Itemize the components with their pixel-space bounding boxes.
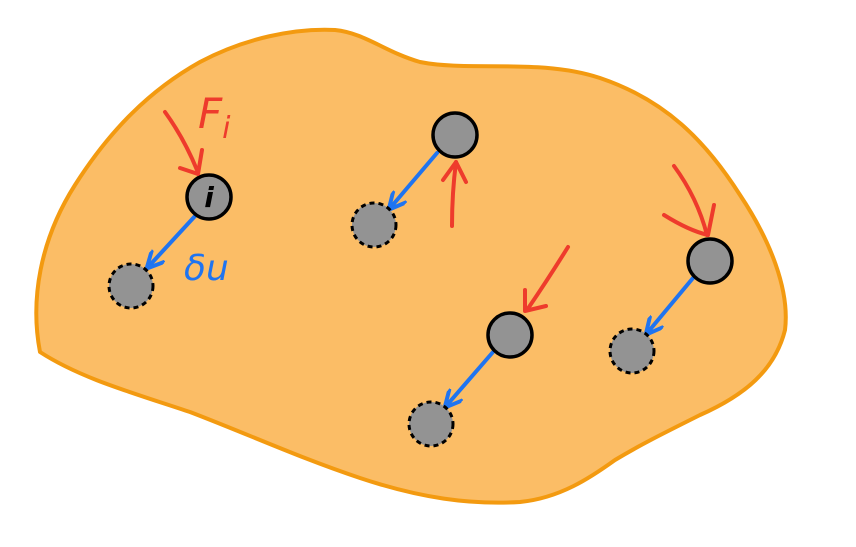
force-label-subscript: i	[222, 111, 231, 146]
displacement-arrow	[391, 151, 439, 207]
particle	[185, 173, 233, 221]
force-arrow	[525, 245, 570, 312]
displaced-particle	[407, 400, 455, 448]
force-arrow	[450, 160, 458, 228]
force-arrowhead	[441, 160, 468, 184]
particle-group-4	[608, 164, 734, 375]
displacement-arrow	[648, 276, 695, 332]
particle	[686, 237, 734, 285]
force-arrow	[163, 110, 199, 172]
particle-group-2	[350, 111, 479, 249]
force-arrow	[672, 164, 709, 237]
virtual-displacement-label: δu	[184, 248, 229, 289]
force-label: Fi	[198, 89, 231, 146]
particle-index-label: i	[204, 181, 214, 214]
body-region	[34, 27, 788, 505]
particle-group-3	[407, 245, 570, 448]
force-label-main: F	[198, 89, 223, 138]
displacement-arrow	[447, 350, 495, 405]
displacement-arrow	[149, 213, 198, 266]
force-arrowhead	[662, 203, 716, 237]
particle	[486, 311, 534, 359]
force-arrowhead	[178, 148, 204, 176]
particle	[431, 111, 479, 159]
particle-group-1	[107, 110, 233, 310]
displaced-particle	[608, 327, 656, 375]
force-arrowhead	[523, 288, 548, 313]
displaced-particle	[107, 262, 155, 310]
displaced-particle	[350, 201, 398, 249]
